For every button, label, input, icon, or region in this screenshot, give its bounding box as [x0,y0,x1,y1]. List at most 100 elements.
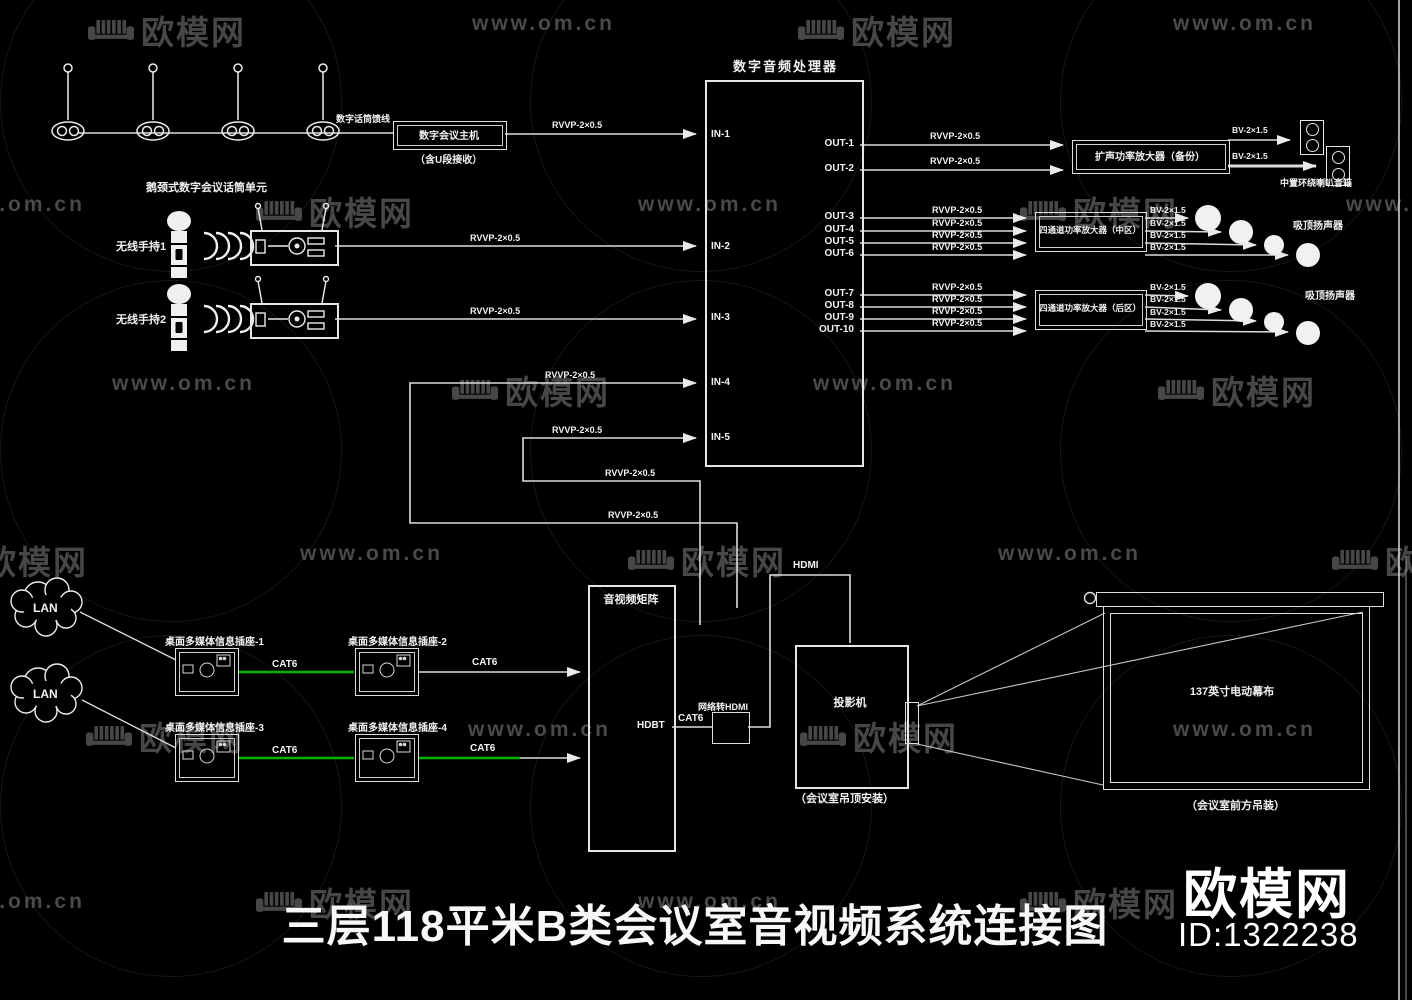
ceiling-speaker-icon [1264,235,1284,255]
cable-label: RVVP-2×0.5 [605,468,656,478]
speaker-cable-label: BV-2×1.5 [1150,218,1186,228]
cable-label: RVVP-2×0.5 [930,156,981,166]
dsp-out10: OUT-10 [818,324,854,335]
converter-label: 网络转HDMI [698,702,748,712]
feed-cable-label: 数字话筒馈线 [336,114,391,124]
url-watermark: www.om.cn [472,12,615,35]
dsp-out5: OUT-5 [824,236,854,247]
cable-label: RVVP-2×0.5 [932,242,983,252]
ceiling-speaker-icon [1264,312,1284,332]
url-watermark: www.om.cn [112,372,255,395]
url-watermark: www.om.cn [638,890,781,913]
speaker-cable-label: BV-2×1.5 [1232,125,1268,135]
url-watermark: www.om.cn [0,890,85,913]
dsp-out8: OUT-8 [824,300,854,311]
cable-label: RVVP-2×0.5 [552,120,603,130]
site-id-stamp: ID:1322238 [1178,916,1359,953]
hdmi-converter-box [712,712,750,744]
cat6-label: CAT6 [678,713,704,724]
screen-inner [1110,613,1363,783]
cable-label: RVVP-2×0.5 [932,318,983,328]
projector-box [795,645,909,789]
handheld-mic-icon [167,211,191,278]
lan-label: LAN [33,687,58,701]
url-watermark: www.om.cn [638,193,781,216]
cable-label: RVVP-2×0.5 [932,282,983,292]
cable-label: RVVP-2×0.5 [608,510,659,520]
plate3-label: 桌面多媒体信息插座-3 [165,723,264,734]
dsp-out9: OUT-9 [824,312,854,323]
zone2-speaker-label: 吸顶扬声器 [1305,291,1355,302]
cable-label: RVVP-2×0.5 [470,233,521,243]
screen-hanger-icon [1083,591,1097,605]
cable-label: RVVP-2×0.5 [545,370,596,380]
screen-note: （会议室前方吊装） [1186,800,1285,812]
brand-watermark: 欧模网 [1020,878,1178,926]
media-plate-1 [175,648,239,696]
brand-watermark: 欧模网 [256,187,414,235]
gooseneck-mic-icon [221,63,255,141]
cable-label: RVVP-2×0.5 [932,205,983,215]
url-watermark: www.om.cn [0,193,85,216]
ceiling-speaker-icon [1296,243,1320,267]
cat6-label: CAT6 [470,743,496,754]
rf-waves-icon [203,231,255,334]
ceiling-speaker-icon [1229,220,1253,244]
screen-label: 137英寸电动幕布 [1189,686,1275,698]
dsp-in5: IN-5 [711,432,730,443]
brand-watermark: 欧模网 [452,366,610,414]
brand-watermark: 欧模网 [256,878,414,926]
cable-label: RVVP-2×0.5 [470,306,521,316]
brand-watermark: 欧模网 [800,712,958,760]
site-brand-stamp: 欧模网 [1183,865,1351,925]
wall-speaker-label: 中置环绕喇叭音箱 [1280,178,1353,188]
url-watermark: www.om.cn [468,718,611,741]
wireless-receiver-2 [250,303,339,339]
url-watermark: www.om.cn [1173,718,1316,741]
gooseneck-mic-icon [51,63,85,141]
cat6-label: CAT6 [272,745,298,756]
cat6-green-wires [239,670,520,760]
media-plate-2 [355,648,419,696]
cat6-label: CAT6 [472,657,498,668]
handheld-mic-icon [167,284,191,351]
hdbt-port-label: HDBT [637,720,665,731]
media-plate-3 [175,734,239,782]
dsp-out4: OUT-4 [824,224,854,235]
plate1-label: 桌面多媒体信息插座-1 [165,637,264,648]
wall-speaker-icon [1300,120,1324,155]
speaker-cable-label: BV-2×1.5 [1150,319,1186,329]
zone1-amp-box [1035,212,1147,252]
dsp-out6: OUT-6 [824,248,854,259]
brand-watermark: 欧模网 [798,6,956,54]
ceiling-speaker-icon [1195,283,1221,309]
speaker-cable-label: BV-2×1.5 [1150,307,1186,317]
url-watermark: www.om.cn [813,372,956,395]
wireless-receiver-1 [250,230,339,266]
brand-watermark: 欧模网 [628,536,786,584]
gooseneck-mic-icon [136,63,170,141]
speaker-cable-label: BV-2×1.5 [1232,151,1268,161]
lan-cloud-icon [10,577,83,637]
dsp-box [705,80,864,467]
url-watermark: www.om.cn [300,542,443,565]
screen-outer [1103,606,1370,790]
ceiling-speaker-icon [1195,205,1221,231]
dsp-out2: OUT-2 [824,163,854,174]
cable-label: RVVP-2×0.5 [932,230,983,240]
ceiling-speaker-icon [1296,321,1320,345]
lan-label: LAN [33,601,58,615]
matrix-title: 音视频矩阵 [603,594,659,606]
cable-label: RVVP-2×0.5 [932,306,983,316]
speaker-cable-label: BV-2×1.5 [1150,282,1186,292]
ceiling-speaker-icon [1229,298,1253,322]
plate4-label: 桌面多媒体信息插座-4 [348,723,447,734]
zone2-amp-box [1035,290,1147,330]
wireless-mic2-label: 无线手持2 [116,314,167,326]
cable-label: RVVP-2×0.5 [552,425,603,435]
plate2-label: 桌面多媒体信息插座-2 [348,637,447,648]
wireless-mic1-label: 无线手持1 [116,241,167,253]
drawing-title: 三层118平米B类会议室音视频系统连接图 [281,902,1109,951]
